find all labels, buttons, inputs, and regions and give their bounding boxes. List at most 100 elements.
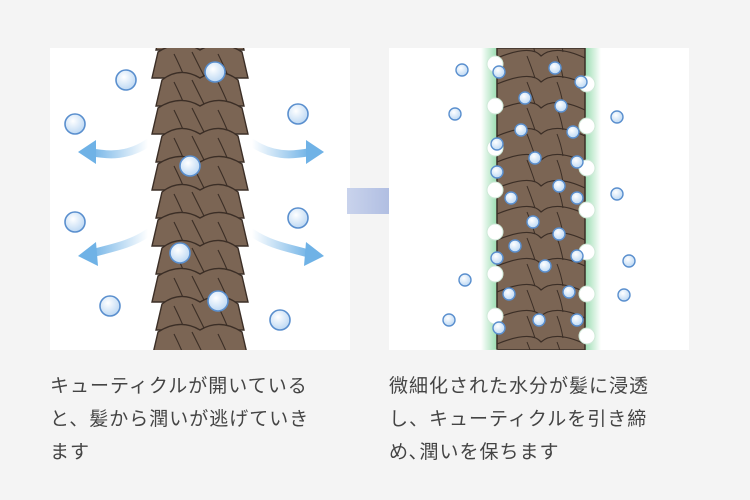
water-droplet xyxy=(64,113,86,135)
cuticle-bump xyxy=(578,285,596,303)
water-droplet xyxy=(207,290,229,312)
water-droplet xyxy=(566,125,580,139)
closed-cuticle-illustration xyxy=(389,48,689,350)
cuticle-scale xyxy=(155,183,245,219)
cuticle-line xyxy=(191,247,205,273)
cuticle-bump xyxy=(486,265,504,283)
caption-closed-cuticle: 微細化された水分が髪に浸透 し、キューティクルを引き締 め､潤いを保ちます xyxy=(389,370,694,469)
water-droplet xyxy=(532,313,546,327)
cuticle-line xyxy=(191,219,205,245)
water-droplet xyxy=(518,91,532,105)
cuticle-bump xyxy=(578,327,596,345)
cuticle-scale xyxy=(496,231,586,241)
water-droplet xyxy=(574,75,588,89)
water-droplet xyxy=(269,309,291,331)
water-droplet xyxy=(570,191,584,205)
water-droplet xyxy=(458,273,472,287)
cuticle-line xyxy=(526,237,536,261)
caption-line: し、キューティクルを引き締 xyxy=(389,408,648,430)
cuticle-line xyxy=(561,48,564,53)
open-cuticle-svg xyxy=(64,48,324,350)
cuticle-scale xyxy=(155,127,245,163)
cuticle-scale xyxy=(496,335,586,345)
water-droplet xyxy=(99,295,121,317)
water-droplet xyxy=(617,288,631,302)
water-droplet xyxy=(528,151,542,165)
curved-arrow-head xyxy=(304,242,324,266)
cuticle-scale xyxy=(496,179,586,189)
curved-arrow-head xyxy=(78,140,96,164)
water-droplet xyxy=(610,187,624,201)
cuticle-bump xyxy=(578,201,596,219)
cuticle-bump xyxy=(486,223,504,241)
cuticle-line xyxy=(526,263,536,287)
water-droplet xyxy=(179,155,201,177)
caption-line: ます xyxy=(50,441,91,463)
curved-arrow-icon xyxy=(248,229,314,258)
caption-line: 微細化された水分が髪に浸透 xyxy=(389,375,650,397)
hair-strand-open xyxy=(151,48,249,350)
water-droplet xyxy=(554,99,568,113)
water-droplets xyxy=(442,61,636,335)
cuticle-line xyxy=(556,263,564,287)
water-droplet xyxy=(490,137,504,151)
water-droplet xyxy=(492,321,506,335)
cuticle-line xyxy=(191,191,205,217)
cuticle-scale xyxy=(151,267,249,303)
caption-open-cuticle: キューティクルが開いている と、髪から潤いが逃げていき ます xyxy=(50,370,355,469)
cuticle-scale xyxy=(496,75,586,85)
curved-arrow-head xyxy=(78,242,98,266)
water-droplet xyxy=(287,207,309,229)
cuticle-line xyxy=(526,81,536,105)
curved-arrow-icon xyxy=(86,229,152,258)
cuticle-scale xyxy=(151,155,249,191)
cuticle-scale xyxy=(151,48,249,79)
water-droplets xyxy=(64,61,309,331)
cuticle-line xyxy=(526,315,536,339)
cuticle-line xyxy=(191,51,205,77)
cuticle-scale xyxy=(496,49,586,59)
water-droplet xyxy=(448,107,462,121)
cuticle-scale xyxy=(155,295,245,331)
water-droplet xyxy=(492,65,506,79)
cuticle-scale xyxy=(151,99,249,135)
cuticle-line xyxy=(191,303,205,329)
cuticle-bump xyxy=(486,97,504,115)
water-droplet xyxy=(502,287,516,301)
open-cuticle-illustration xyxy=(50,48,350,350)
cuticle-line xyxy=(526,55,536,79)
curved-arrow-icon xyxy=(248,139,314,159)
moisture-glow-left xyxy=(481,48,497,350)
cuticle-line xyxy=(191,79,205,105)
water-droplet xyxy=(508,239,522,253)
caption-line: キューティクルが開いている xyxy=(50,375,308,397)
water-droplet xyxy=(552,227,566,241)
water-droplet xyxy=(570,313,584,327)
cuticle-bump xyxy=(578,117,596,135)
cuticle-scale xyxy=(155,239,245,275)
caption-line: と、髪から潤いが逃げていき xyxy=(50,408,310,430)
curved-arrow-icon xyxy=(86,139,152,159)
water-droplet xyxy=(622,254,636,268)
cuticle-scale xyxy=(496,205,586,215)
cuticle-scale xyxy=(496,101,586,111)
cuticle-line xyxy=(526,185,536,209)
water-droplet xyxy=(514,123,528,137)
caption-line: め､潤いを保ちます xyxy=(389,441,560,463)
cuticle-line xyxy=(556,315,564,339)
escape-arrows xyxy=(78,139,324,266)
water-droplet xyxy=(552,179,566,193)
water-droplet xyxy=(169,242,191,264)
water-droplet xyxy=(562,285,576,299)
water-droplet xyxy=(64,211,86,233)
water-droplet xyxy=(490,251,504,265)
cuticle-bump xyxy=(486,181,504,199)
water-droplet xyxy=(538,259,552,273)
cuticle-line xyxy=(173,333,183,350)
water-droplet xyxy=(442,313,456,327)
water-droplet xyxy=(204,61,226,83)
water-droplet xyxy=(490,165,504,179)
cuticle-line xyxy=(191,331,202,350)
water-droplet xyxy=(610,110,624,124)
cuticle-line xyxy=(217,333,227,350)
